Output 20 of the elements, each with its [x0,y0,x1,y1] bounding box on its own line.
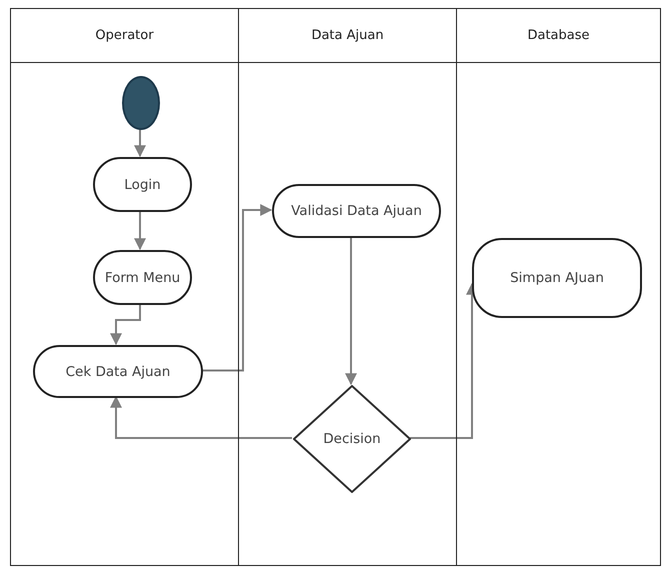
activity-box: Form Menu [93,250,192,305]
arrow [134,129,146,158]
arrow [345,237,357,386]
activity-box: Validasi Data Ajuan [272,184,441,238]
activity-box: Simpan AJuan [472,238,642,318]
lane-header: Database [457,9,660,63]
decision-diamond [293,385,411,493]
arrow [110,396,292,439]
swimlane [238,8,457,566]
lane-header: Operator [11,9,238,63]
swimlane [10,8,239,566]
decision-label: Decision [323,431,381,447]
arrow [134,211,146,250]
arrow [202,204,272,372]
activity-box: Cek Data Ajuan [33,345,203,398]
swimlane [456,8,661,566]
activity-box: Login [93,157,192,212]
lane-header: Data Ajuan [239,9,456,63]
arrow [110,304,141,346]
start-node [122,76,160,130]
